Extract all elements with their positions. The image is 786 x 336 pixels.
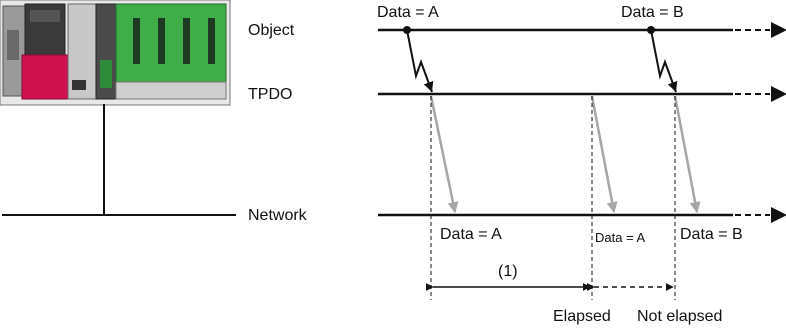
- timeline-network: [378, 207, 786, 223]
- transmit-arrow-1: [429, 95, 459, 214]
- trigger-arrow-b: [650, 29, 678, 93]
- network-label: Network: [248, 207, 307, 224]
- interval-label: (1): [498, 263, 518, 280]
- not-elapsed-label: Not elapsed: [637, 308, 723, 325]
- data-a-network-label: Data = A: [440, 226, 502, 243]
- data-a-top-label: Data = A: [377, 4, 439, 21]
- object-label: Object: [248, 22, 295, 39]
- timeline-object: [378, 22, 786, 38]
- transmit-arrow-3: [673, 95, 701, 214]
- timeline-tpdo: [378, 86, 786, 102]
- tpdo-label: TPDO: [248, 86, 293, 103]
- plc-module-illustration: [0, 0, 231, 106]
- transmit-arrow-2: [590, 95, 618, 214]
- data-b-top-label: Data = B: [621, 4, 684, 21]
- elapsed-label: Elapsed: [553, 308, 611, 325]
- data-b-network-label: Data = B: [680, 226, 743, 243]
- data-a-network-small-label: Data = A: [595, 230, 646, 245]
- trigger-arrow-a: [406, 29, 434, 93]
